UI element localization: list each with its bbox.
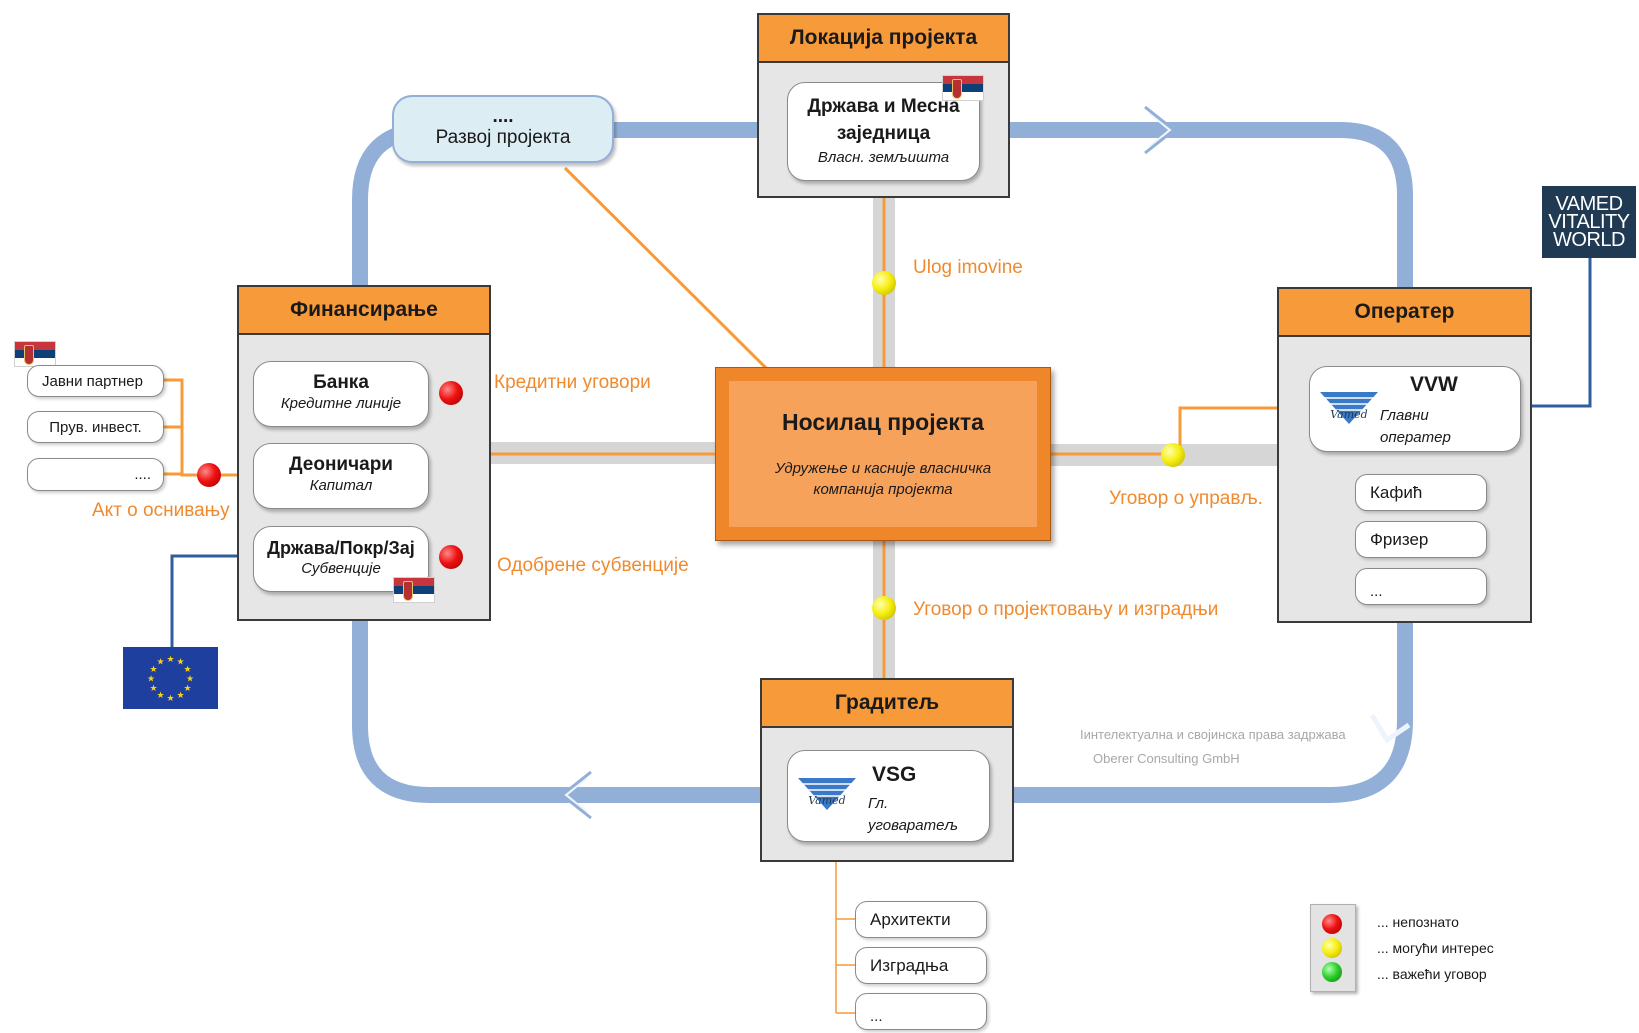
builder-sub-construction-label: Изградња <box>870 955 949 975</box>
ring-arrow-bottom-outline <box>559 770 592 820</box>
status-dot-design-build <box>872 596 896 620</box>
shareholders-box[interactable]: Деоничари Капитал <box>253 443 429 509</box>
vamed-v-logo-text: Vamed <box>1330 408 1367 421</box>
svg-text:★: ★ <box>183 665 191 675</box>
project-holder-inner: Носилац пројекта Удружење и касније влас… <box>729 381 1037 527</box>
legend-valid-contract: ... важећи уговор <box>1377 966 1487 982</box>
location-state-title: Држава и Месна заједница <box>807 96 960 144</box>
svg-text:★: ★ <box>176 691 184 701</box>
partner-public-label: Јавни партнер <box>42 372 143 390</box>
legend-unknown: ... непознато <box>1377 914 1459 930</box>
project-development-title: .... <box>492 106 514 127</box>
state-subtitle: Субвенције <box>301 560 381 577</box>
project-development-label: Развој пројекта <box>435 127 571 148</box>
traffic-light-legend <box>1310 904 1356 992</box>
operator-sub-hairdresser[interactable]: Фризер <box>1355 521 1487 558</box>
builder-sub-other-label: ... <box>870 1008 883 1025</box>
project-development-box[interactable]: .... Развој пројекта <box>392 95 614 163</box>
svg-text:★: ★ <box>183 684 191 694</box>
bank-subtitle: Кредитне линије <box>280 395 402 412</box>
location-header: Локација пројекта <box>759 15 1008 63</box>
line-eu-state <box>170 554 250 647</box>
legend-green-dot <box>1322 962 1342 982</box>
status-dot-subsidies <box>439 545 463 569</box>
builder-sub-other[interactable]: ... <box>855 993 987 1030</box>
shareholders-subtitle: Капитал <box>309 477 373 494</box>
eu-flag-icon: ★★★ ★★★ ★★★ ★★★ <box>123 647 218 709</box>
location-state-box[interactable]: Држава и Месна заједница Власн. земљишта <box>787 82 980 181</box>
operator-main-subtitle: Главни оператер <box>1380 407 1451 446</box>
operator-group: Оператер <box>1277 287 1532 623</box>
shareholders-title: Деоничари <box>289 454 393 475</box>
operator-sub-cafe-label: Кафић <box>1370 482 1423 502</box>
vamed-logo-line2: VITALITY <box>1548 211 1630 233</box>
status-dot-credit <box>439 381 463 405</box>
vamed-v-logo-icon: Vamed <box>1320 392 1378 424</box>
vamed-v-logo-icon: Vamed <box>798 778 856 810</box>
project-holder-subtitle: Удружење и касније власничка компанија п… <box>774 459 992 498</box>
legend-possible-interest: ... могући интерес <box>1377 940 1494 956</box>
project-holder-box[interactable]: Носилац пројекта Удружење и касније влас… <box>715 367 1051 541</box>
ring-arrow-right <box>1369 713 1411 744</box>
ring-arrow-top-outline <box>1144 105 1177 155</box>
operator-sub-other[interactable]: ... <box>1355 568 1487 605</box>
svg-text:★: ★ <box>166 655 174 665</box>
operator-sub-other-label: ... <box>1370 583 1383 600</box>
svg-text:★: ★ <box>147 675 155 685</box>
line-vamed-operator <box>1515 258 1592 408</box>
vamed-vitality-world-logo: VAMED VITALITY WORLD <box>1542 186 1636 258</box>
vamed-logo-line1: VAMED <box>1555 193 1623 215</box>
serbia-flag-icon <box>942 75 984 101</box>
asset-contribution-label: Ulog imovine <box>913 257 1023 278</box>
builder-main-subtitle: Гл. уговаратељ <box>868 795 959 834</box>
svg-text:★: ★ <box>156 658 164 668</box>
founding-act-label: Акт о оснивању <box>92 500 230 521</box>
bank-box[interactable]: Банка Кредитне линије <box>253 361 429 427</box>
copyright-line2: Oberer Consulting GmbH <box>1093 751 1240 766</box>
approved-subsidies-label: Одобрене субвенције <box>497 555 689 576</box>
state-title: Држава/Покр/Зај <box>267 538 415 558</box>
credit-agreements-label: Кредитни уговори <box>494 372 651 393</box>
operator-main-title: VVW <box>1410 373 1458 396</box>
legend-yellow-dot <box>1322 938 1342 958</box>
vamed-v-logo-text: Vamed <box>808 794 845 807</box>
partner-public[interactable]: Јавни партнер <box>27 365 164 397</box>
management-agreement-label: Уговор о управљ. <box>1109 488 1263 509</box>
serbia-flag-icon <box>14 341 56 367</box>
financing-header: Финансирање <box>239 287 489 335</box>
svg-text:★: ★ <box>149 665 157 675</box>
bank-title: Банка <box>313 372 369 393</box>
svg-text:★: ★ <box>176 658 184 668</box>
status-dot-founding-act <box>197 463 221 487</box>
builder-header: Градитељ <box>762 680 1012 728</box>
builder-sub-architects-label: Архитекти <box>870 909 951 929</box>
status-dot-management <box>1161 443 1185 467</box>
svg-text:★: ★ <box>156 691 164 701</box>
copyright-line1: Iинтелектуална и својинска права задржав… <box>1080 727 1346 742</box>
project-holder-title: Носилац пројекта <box>782 408 984 435</box>
builder-main-title: VSG <box>872 763 917 786</box>
builder-sub-construction[interactable]: Изградња <box>855 947 987 984</box>
line-dev-center <box>563 166 770 372</box>
partner-private-label: Прув. инвест. <box>49 418 142 436</box>
operator-sub-cafe[interactable]: Кафић <box>1355 474 1487 511</box>
design-build-agreement-label: Уговор о пројектовању и изградњи <box>913 599 1219 620</box>
partner-other[interactable]: .... <box>27 458 164 491</box>
builder-sub-architects[interactable]: Архитекти <box>855 901 987 938</box>
vamed-logo-line3: WORLD <box>1553 229 1625 251</box>
svg-text:★: ★ <box>149 684 157 694</box>
line-center-operator <box>1050 406 1310 456</box>
serbia-flag-icon <box>393 577 435 603</box>
svg-text:★: ★ <box>166 694 174 704</box>
status-dot-asset-contribution <box>872 271 896 295</box>
svg-text:★: ★ <box>186 675 194 685</box>
legend-red-dot <box>1322 914 1342 934</box>
location-state-subtitle: Власн. земљишта <box>817 149 950 166</box>
process-ring <box>352 122 1413 803</box>
operator-header: Оператер <box>1279 289 1530 337</box>
operator-sub-hairdresser-label: Фризер <box>1370 529 1429 549</box>
partner-private[interactable]: Прув. инвест. <box>27 411 164 443</box>
partner-other-label: .... <box>134 466 151 483</box>
